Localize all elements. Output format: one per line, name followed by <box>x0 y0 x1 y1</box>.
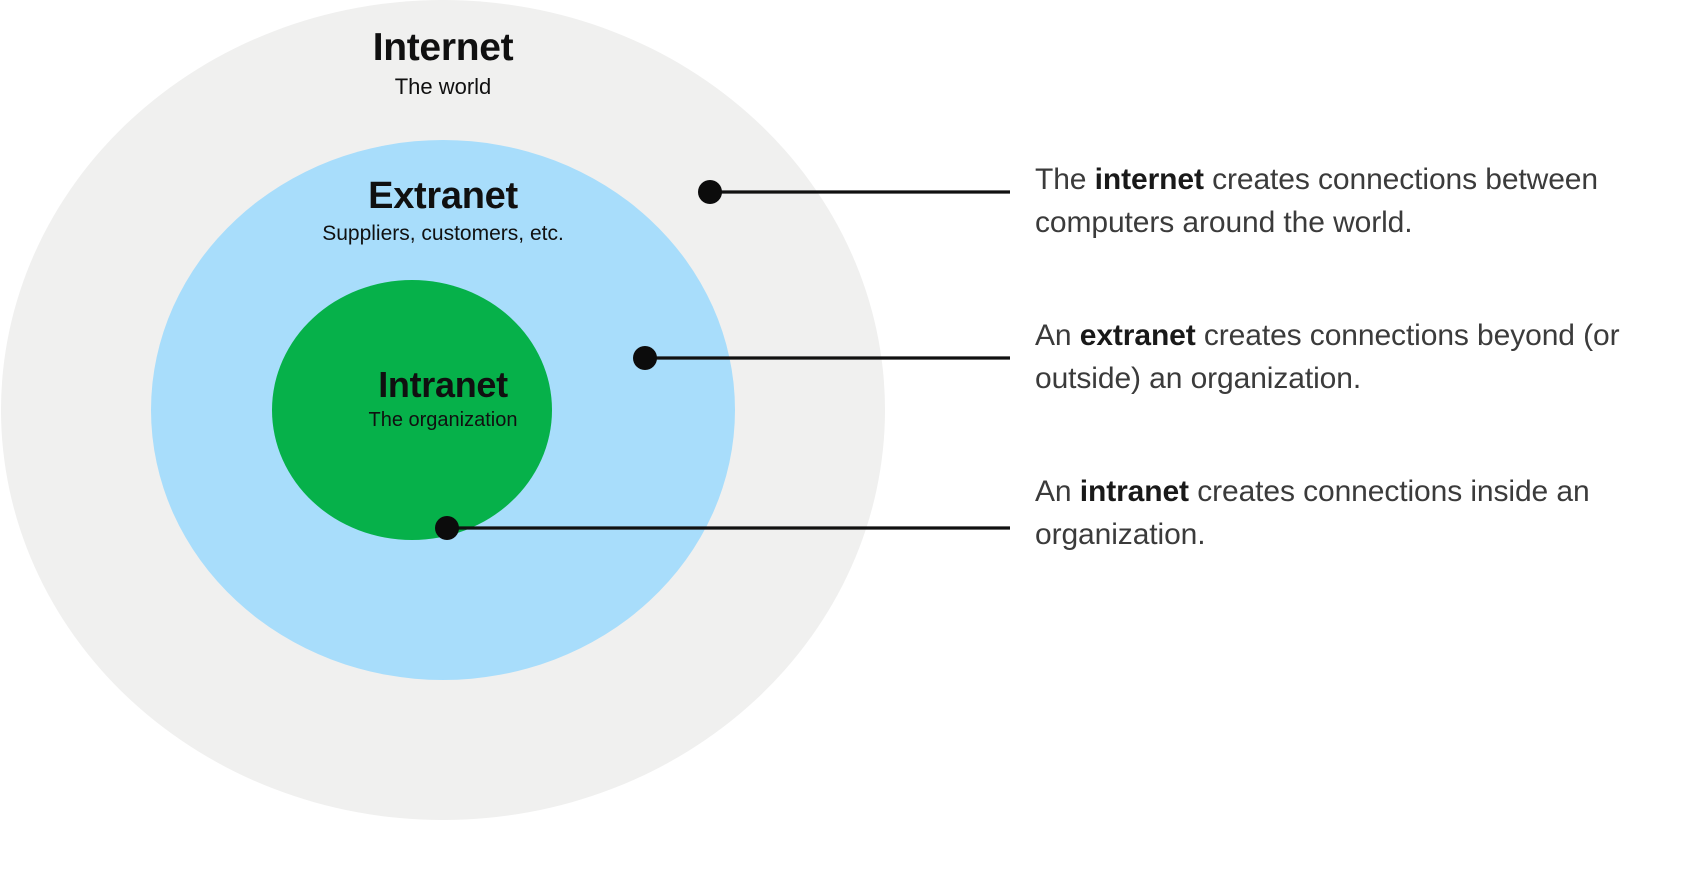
leader-intranet-dot <box>435 516 459 540</box>
annotation-intranet-rest: creates connections inside an organizati… <box>1035 475 1590 552</box>
annotation-internet-term: internet <box>1094 163 1204 196</box>
leader-intranet <box>435 516 1010 540</box>
annotation-internet-lead: The <box>1035 163 1095 196</box>
annotation-internet: The internet creates connections between… <box>1035 158 1675 244</box>
annotation-intranet: An intranet creates connections inside a… <box>1035 470 1675 556</box>
annotation-extranet-term: extranet <box>1079 319 1196 352</box>
annotation-extranet: An extranet creates connections beyond (… <box>1035 314 1675 400</box>
leader-internet <box>698 180 1010 204</box>
leader-extranet-dot <box>633 346 657 370</box>
annotation-extranet-lead: An <box>1035 319 1080 352</box>
leader-extranet <box>633 346 1010 370</box>
annotation-intranet-lead: An <box>1035 475 1080 508</box>
leader-internet-dot <box>698 180 722 204</box>
annotation-internet-rest: creates connections between computers ar… <box>1035 163 1598 240</box>
intranet-circle-shape <box>272 280 552 540</box>
annotation-intranet-term: intranet <box>1079 475 1189 508</box>
annotation-extranet-rest: creates connections beyond (or outside) … <box>1035 319 1620 396</box>
